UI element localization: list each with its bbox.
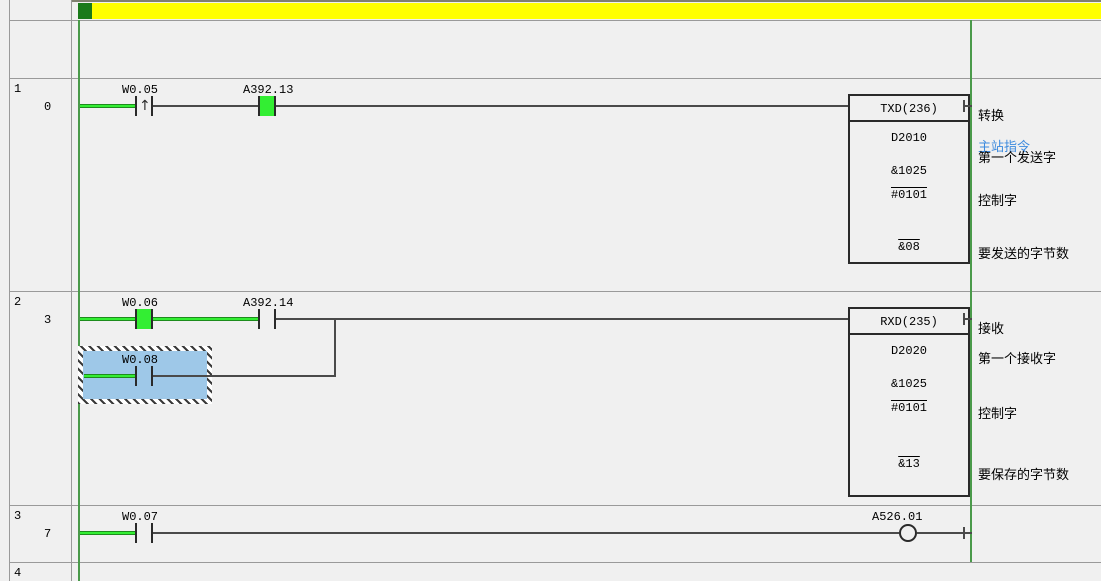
function-block-title: RXD(235) — [850, 309, 968, 335]
top-rule-divider — [0, 0, 1101, 2]
contact-bar-right — [274, 309, 276, 329]
contact-bar-left — [135, 523, 137, 543]
left-power-rail — [78, 20, 80, 78]
comment-txd-convert: 转换 — [978, 109, 1005, 124]
rung-number: 3 — [14, 509, 22, 523]
function-block-txd[interactable]: TXD(236) D2010 &1025 #0101 &08 — [848, 94, 970, 264]
contact-label-a39214: A392.14 — [243, 296, 294, 310]
contact-bar-right — [274, 96, 276, 116]
right-power-rail — [970, 291, 972, 505]
rung-number: 1 — [14, 82, 22, 96]
wire-segment — [276, 318, 336, 320]
rising-edge-arrow-icon: ↑ — [139, 98, 151, 114]
rung-step-number: 0 — [44, 100, 52, 114]
contact-label-w006: W0.06 — [122, 296, 159, 310]
right-power-rail — [970, 20, 972, 291]
function-block-operand-1[interactable]: D2010 — [890, 131, 927, 145]
left-power-rail — [78, 505, 80, 562]
cursor-position-marker[interactable] — [78, 3, 92, 19]
function-block-operand-1[interactable]: D2020 — [890, 344, 927, 358]
contact-label-w008: W0.08 — [122, 353, 159, 367]
rung-separator — [10, 78, 1101, 79]
contact-bar-right — [151, 523, 153, 543]
branch-vertical-connector — [334, 318, 336, 376]
top-status-bar — [0, 0, 1101, 20]
rung-separator — [10, 562, 1101, 563]
contact-a39214[interactable] — [258, 309, 276, 329]
rung-number-gutter — [0, 0, 72, 581]
contact-bar-left — [135, 366, 137, 386]
contact-a39213[interactable] — [258, 96, 276, 116]
contact-w007[interactable] — [135, 523, 153, 543]
contact-bar-right — [151, 96, 153, 116]
rung-separator — [10, 20, 1101, 21]
comment-save-byte-count: 要保存的字节数 — [978, 468, 1070, 483]
wire-segment — [334, 318, 848, 320]
function-block-rxd[interactable]: RXD(235) D2020 &1025 #0101 &13 — [848, 307, 970, 497]
coil-label-a52601: A526.01 — [872, 510, 923, 524]
comment-control-word: 控制字 — [978, 194, 1018, 209]
left-power-rail — [78, 562, 80, 581]
energized-wire-segment — [80, 317, 135, 321]
function-block-operand-4[interactable]: &08 — [898, 240, 920, 254]
energized-wire-segment — [153, 317, 258, 321]
block-output-tick — [963, 100, 965, 112]
contact-bar-right — [151, 366, 153, 386]
comment-first-send-word: 第一个发送字 — [978, 151, 1057, 166]
function-block-operand-2[interactable]: &1025 — [890, 164, 927, 178]
function-block-operand-2[interactable]: &1025 — [890, 377, 927, 391]
contact-bar-left — [258, 96, 260, 116]
contact-energized-fill — [137, 309, 151, 329]
comment-control-word: 控制字 — [978, 407, 1018, 422]
rung-separator — [10, 505, 1101, 506]
energized-wire-segment — [84, 374, 135, 378]
comment-rxd-receive: 接收 — [978, 322, 1005, 337]
left-power-rail — [78, 78, 80, 291]
wire-segment — [153, 105, 258, 107]
comment-master-command: 主站指令 — [978, 140, 1031, 155]
energized-wire-segment — [80, 531, 135, 535]
block-output-tick — [963, 313, 965, 325]
contact-bar-right — [151, 309, 153, 329]
contact-w008-selected[interactable] — [135, 366, 153, 386]
coil-rail-tick — [963, 527, 965, 539]
contact-bar-left — [258, 309, 260, 329]
rung-step-number: 3 — [44, 313, 52, 327]
wire-segment — [153, 375, 336, 377]
contact-w006[interactable] — [135, 309, 153, 329]
contact-bar-left — [135, 96, 137, 116]
wire-segment — [153, 532, 899, 534]
wire-segment — [963, 318, 972, 320]
wire-segment — [963, 105, 972, 107]
comment-send-byte-count: 要发送的字节数 — [978, 247, 1070, 262]
contact-w005[interactable]: ↑ — [135, 96, 153, 116]
wire-segment — [917, 532, 972, 534]
contact-energized-fill — [260, 96, 274, 116]
function-block-operand-4[interactable]: &13 — [898, 457, 920, 471]
cursor-highlight-bar[interactable] — [78, 3, 1101, 19]
output-coil-a52601[interactable] — [899, 524, 917, 542]
contact-bar-left — [135, 309, 137, 329]
contact-label-w005: W0.05 — [122, 83, 159, 97]
rung-number: 4 — [14, 566, 22, 580]
gutter-outer-margin — [0, 0, 10, 581]
function-block-operand-3[interactable]: #0101 — [890, 401, 927, 415]
contact-label-a39213: A392.13 — [243, 83, 294, 97]
function-block-title: TXD(236) — [850, 96, 968, 122]
function-block-operand-3[interactable]: #0101 — [890, 188, 927, 202]
wire-segment — [276, 105, 848, 107]
energized-wire-segment — [80, 104, 135, 108]
rung-number: 2 — [14, 295, 22, 309]
rung-step-number: 7 — [44, 527, 52, 541]
comment-first-receive-word: 第一个接收字 — [978, 352, 1057, 367]
rung-separator — [10, 291, 1101, 292]
contact-label-w007: W0.07 — [122, 510, 159, 524]
